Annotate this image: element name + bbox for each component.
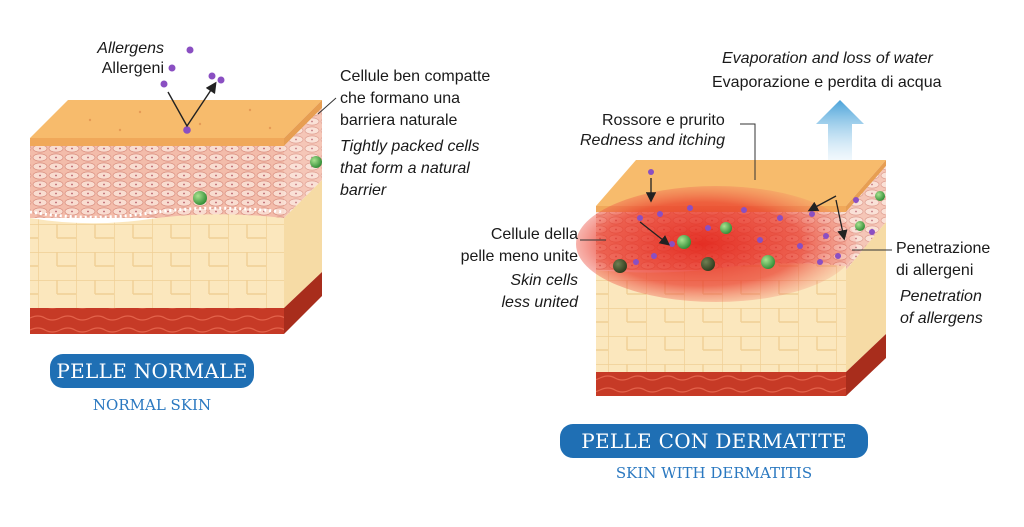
- allergen-inward-arrow: [639, 221, 671, 246]
- packed-cells-it-line1: Cellule ben compatte: [340, 68, 491, 85]
- normal-epidermis: [30, 146, 284, 218]
- dermatitis-dark-cell: [613, 259, 627, 273]
- dermatitis-side-blood: [846, 334, 886, 396]
- normal-dermis: [30, 214, 284, 308]
- normal-skin-block: [29, 46, 337, 334]
- allergen-deflect-arrow: [167, 81, 217, 128]
- penetration-en-line2: of allergens: [900, 310, 983, 327]
- allergen-inward-arrow-3: [835, 199, 848, 241]
- dermatitis-green-cell: [761, 255, 775, 269]
- dermatitis-dark-cell: [701, 257, 715, 271]
- dermatitis-side-dermis: [846, 222, 886, 372]
- dermatitis-green-cell: [677, 235, 691, 249]
- packed-cells-en-line1: Tightly packed cells: [340, 138, 480, 155]
- packed-cells-leader: [317, 97, 337, 115]
- allergens-it-label: Allergeni: [101, 60, 164, 77]
- dermatitis-green-cell: [720, 222, 732, 234]
- packed-cells-it-line2: che formano una: [340, 90, 461, 107]
- penetration-it-line1: Penetrazione: [896, 240, 991, 257]
- allergens-en-label: Allergens: [97, 40, 164, 57]
- penetrating-allergens: [633, 169, 875, 265]
- redness-bracket: [740, 123, 756, 180]
- normal-side-dermis: [284, 180, 322, 308]
- allergen-inward-arrow-2: [807, 195, 837, 212]
- cells-less-united-en-line1: Skin cells: [510, 272, 578, 289]
- packed-cells-en-line3: barrier: [340, 182, 387, 199]
- penetration-it-line2: di allergeni: [896, 262, 974, 279]
- normal-green-cell-side: [310, 156, 322, 168]
- packed-cells-en-line2: that form a natural: [340, 160, 470, 177]
- normal-side-surface: [284, 100, 322, 146]
- dermatitis-blood-layer: [596, 372, 846, 396]
- dermatitis-green-cell: [855, 221, 865, 231]
- cells-less-united-it-line1: Cellule della: [490, 226, 578, 243]
- normal-side-epidermis: [284, 108, 322, 218]
- dermatitis-skin-block: [576, 100, 892, 396]
- normal-stratum-corneum: [30, 138, 284, 146]
- dermatitis-green-cell: [875, 191, 885, 201]
- evaporation-it-label: Evaporazione e perdita di acqua: [712, 74, 942, 91]
- normal-side-blood: [284, 272, 322, 334]
- inflammation-area: [576, 186, 856, 302]
- evaporation-arrow: [816, 100, 864, 160]
- packed-cells-it-line3: barriera naturale: [340, 112, 458, 129]
- dermatitis-badge: PELLE CON DERMATITE: [560, 424, 868, 458]
- penetration-en-line1: Penetration: [900, 288, 982, 305]
- evaporation-en-label: Evaporation and loss of water: [722, 50, 933, 67]
- dermatitis-subtitle: SKIN WITH DERMATITIS: [615, 464, 813, 482]
- normal-skin-badge: PELLE NORMALE: [50, 354, 254, 388]
- normal-skin-subtitle: NORMAL SKIN: [92, 396, 212, 414]
- allergen-particles: [160, 46, 225, 134]
- normal-green-cell: [193, 191, 207, 205]
- cells-less-united-en-line2: less united: [501, 294, 579, 311]
- redness-en-label: Redness and itching: [580, 132, 725, 149]
- normal-basement-line: [29, 206, 285, 219]
- normal-blood-layer: [30, 308, 284, 334]
- redness-it-label: Rossore e prurito: [602, 112, 725, 129]
- cells-less-united-it-line2: pelle meno unite: [460, 248, 578, 265]
